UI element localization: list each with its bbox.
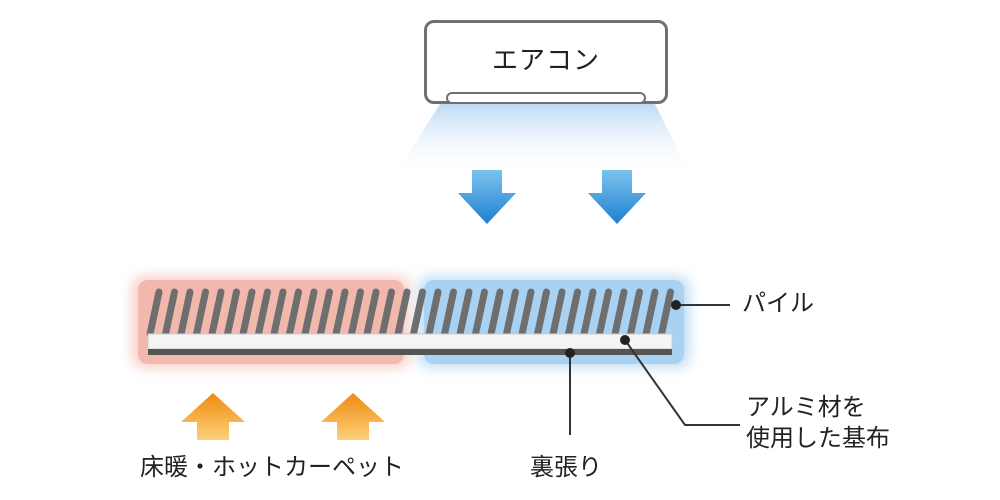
pile-fiber	[394, 288, 411, 338]
backing-pointer-dot	[565, 348, 575, 358]
pile-fiber	[286, 288, 302, 338]
cool-air-arrow-down-icon	[588, 170, 646, 224]
pile-fiber	[642, 288, 659, 338]
pile-fiber	[332, 288, 349, 338]
heat-arrow-up-icon	[321, 393, 385, 440]
pile-fiber	[193, 288, 209, 338]
pile-fiber	[487, 288, 504, 338]
pile-fiber	[456, 288, 473, 338]
pile-fiber	[162, 288, 178, 338]
pile-fiber	[441, 288, 457, 338]
pile-fiber	[255, 288, 271, 338]
aluminum-base-label-line1: アルミ材を	[746, 393, 866, 421]
pile-fiber	[518, 288, 535, 338]
pile-fiber	[177, 288, 194, 338]
pile-fiber	[224, 288, 240, 338]
pile-fiber	[472, 288, 488, 338]
backing-label: 裏張り	[530, 453, 602, 481]
pile-fiber	[580, 288, 597, 338]
pile-fiber	[549, 288, 566, 338]
pile-fiber	[348, 288, 364, 338]
aluminum-base-label: アルミ材を 使用した基布	[746, 392, 890, 454]
pile-fiber	[317, 288, 333, 338]
aluminum-base-cloth	[147, 333, 673, 350]
air-conditioner-label: エアコン	[491, 45, 600, 76]
pile-fiber	[363, 288, 380, 338]
aluminum-base-label-line2: 使用した基布	[746, 424, 890, 453]
pile-fiber	[239, 288, 256, 338]
cool-air-arrow-down-icon	[458, 170, 516, 224]
heat-arrow-up-icon	[181, 393, 245, 440]
pile-pointer-dot	[671, 300, 681, 310]
leader-lines	[569, 304, 740, 435]
pile-fiber	[534, 288, 550, 338]
pile-fiber	[611, 288, 628, 338]
pile-fiber	[627, 288, 643, 338]
pile-fiber	[270, 288, 287, 338]
pile-fiber	[658, 288, 674, 338]
backing-layer	[148, 349, 672, 355]
aluminum-pointer-dot	[620, 335, 630, 345]
floor-heating-label: 床暖・ホットカーペット	[140, 453, 404, 481]
pile-fiber	[565, 288, 581, 338]
pile-fiber	[425, 288, 442, 338]
pile-fiber	[379, 288, 395, 338]
air-conditioner-unit: エアコン	[424, 20, 668, 104]
air-conditioner-vent	[446, 92, 646, 104]
pile-fiber	[503, 288, 519, 338]
pile-fiber	[410, 288, 426, 338]
pile-fiber	[146, 288, 163, 338]
pile-label: パイル	[742, 289, 814, 317]
cool-air-flow	[395, 104, 690, 175]
pile-fiber	[301, 288, 318, 338]
pile-fiber	[208, 288, 225, 338]
pile-fiber	[596, 288, 612, 338]
pile-fibers	[146, 288, 674, 338]
